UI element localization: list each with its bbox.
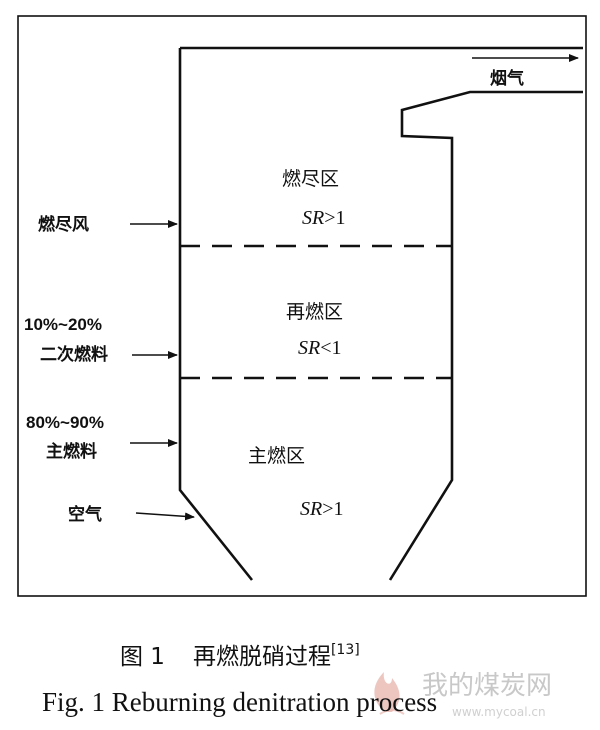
secondary-fuel-label: 二次燃料 — [40, 344, 108, 365]
watermark-text: 我的煤炭网 — [422, 671, 552, 701]
zone-primary-label: 主燃区 — [248, 445, 305, 467]
furnace-wall-right — [388, 90, 583, 581]
zone-burnout-label: 燃尽区 — [282, 168, 339, 190]
primary-fuel-label: 主燃料 — [46, 441, 97, 462]
burnout-air-label: 燃尽风 — [38, 214, 89, 235]
zone-burnout-sr: SR>1 — [302, 207, 346, 229]
figure-caption-en: Fig. 1 Reburning denitration process — [42, 687, 437, 717]
flue-gas-label: 烟气 — [490, 68, 524, 89]
figure-frame — [17, 15, 587, 597]
air-label: 空气 — [68, 504, 102, 525]
zone-reburn-label: 再燃区 — [286, 301, 343, 323]
furnace-wall-left — [178, 48, 254, 581]
air-arrow — [135, 512, 195, 521]
zone-primary-sr: SR>1 — [300, 498, 344, 520]
secondary-fuel-pct-label: 10%~20% — [24, 315, 102, 334]
zone-reburn-sr: SR<1 — [298, 337, 342, 359]
watermark-url: www.mycoal.cn — [452, 705, 546, 719]
flame-icon — [374, 672, 400, 712]
watermark: 我的煤炭网 www.mycoal.cn — [374, 671, 552, 719]
primary-fuel-pct-label: 80%~90% — [26, 413, 104, 432]
